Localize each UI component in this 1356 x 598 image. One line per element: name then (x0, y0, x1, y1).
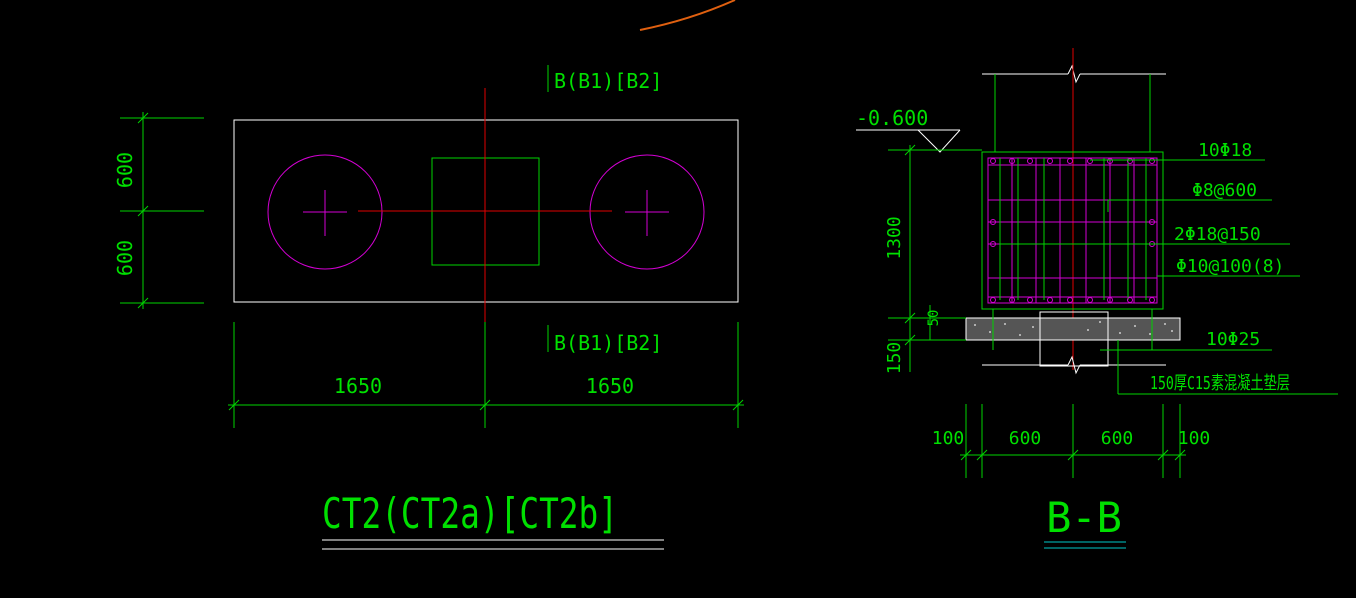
sec-bdim-tick-2 (976, 449, 988, 461)
dim-bottom-tick-2 (479, 399, 491, 411)
sec-dim-pad: 150 (884, 342, 905, 375)
pile-left (267, 154, 383, 270)
sec-bdim-tick-3 (1067, 449, 1079, 461)
callout-4: Φ10@100(8) (1176, 256, 1284, 277)
sec-bdim-tick-4 (1157, 449, 1169, 461)
sec-bdim-1: 100 (932, 428, 965, 449)
dim-left-lower: 600 (113, 240, 137, 276)
pile-cap-outline (233, 119, 739, 303)
dim-bottom-right: 1650 (586, 374, 634, 398)
column-break-top (1067, 64, 1081, 84)
stray-arc (639, 0, 736, 31)
sec-dim-tick-1 (904, 144, 916, 156)
dim-left-tick-1 (137, 112, 149, 124)
sec-dim-height: 1300 (884, 216, 905, 259)
pile-right (589, 154, 705, 270)
dim-bottom-left: 1650 (334, 374, 382, 398)
callout-2: Φ8@600 (1192, 180, 1257, 201)
pile-break (1067, 355, 1081, 375)
sec-dim-small: 50 (926, 310, 942, 327)
dim-left-tick-2 (137, 205, 149, 217)
sec-bdim-4: 100 (1178, 428, 1211, 449)
section-cap-outline (981, 151, 1164, 310)
sec-bdim-tick-5 (1174, 449, 1186, 461)
section-mark-top: B(B1)[B2] (554, 69, 662, 93)
concrete-pad (965, 317, 1181, 341)
sec-bdim-tick-1 (960, 449, 972, 461)
section-view: -0.600 1300 50 150 10Φ18 Φ8@600 2Φ18@150… (856, 48, 1338, 549)
section-mark-bottom: B(B1)[B2] (554, 331, 662, 355)
elevation-triangle (917, 129, 961, 153)
dim-bottom-tick-3 (732, 399, 744, 411)
sec-bdim-3: 600 (1101, 428, 1134, 449)
concrete-pad-hatch (974, 321, 1173, 336)
callout-5: 10Φ25 (1206, 329, 1260, 350)
dim-bottom-tick-1 (228, 399, 240, 411)
plan-view: B(B1)[B2] B(B1)[B2] 600 600 1650 1650 CT… (113, 65, 744, 550)
callout-3: 2Φ18@150 (1174, 224, 1261, 245)
rebar-cage-outer (987, 157, 1158, 304)
sec-dim-tick-3 (904, 334, 916, 346)
plan-title: CT2(CT2a)[CT2b] (322, 489, 618, 538)
dim-left-upper: 600 (113, 152, 137, 188)
dim-left-tick-3 (137, 297, 149, 309)
elevation-label: -0.600 (856, 106, 928, 130)
callout-6: 150厚C15素混凝土垫层 (1150, 373, 1290, 394)
section-title: B-B (1046, 493, 1122, 542)
sec-bdim-2: 600 (1009, 428, 1042, 449)
callout-1: 10Φ18 (1198, 140, 1252, 161)
sec-dim-tick-2 (904, 312, 916, 324)
